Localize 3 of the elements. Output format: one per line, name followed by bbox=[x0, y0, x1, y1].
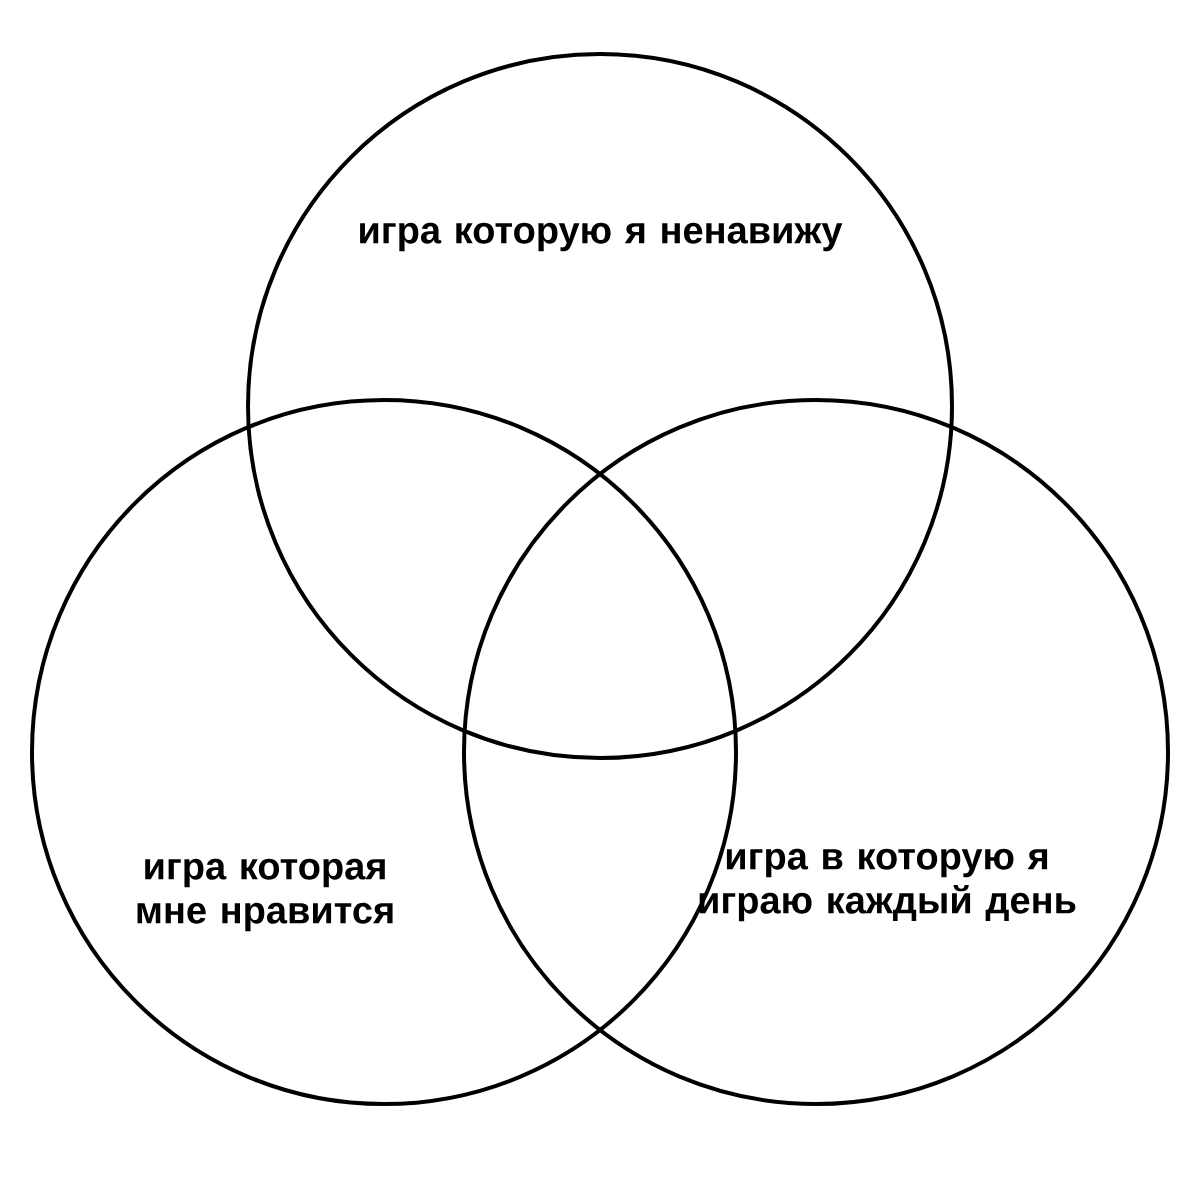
region-label: игра которая мне нравится bbox=[137, 858, 393, 932]
region-label: игра которую я ненавижу bbox=[360, 222, 843, 252]
region-label: игра в которую я играю каждый день bbox=[699, 848, 1076, 922]
